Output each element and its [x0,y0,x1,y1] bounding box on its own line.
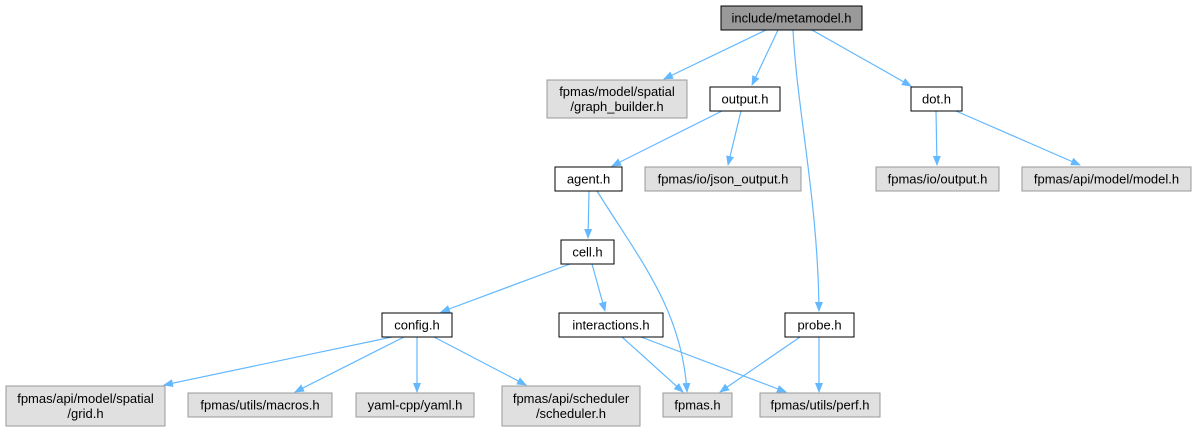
node-output[interactable]: output.h [709,86,781,112]
node-box [554,166,623,192]
node-box [501,385,641,427]
node-metamodel: include/metamodel.h [720,5,863,31]
node-api-model: fpmas/api/model/model.h [1021,166,1192,192]
node-box [720,5,863,31]
node-label: config.h [394,318,440,333]
node-dot[interactable]: dot.h [910,86,963,112]
node-box [1021,166,1192,192]
node-label: output.h [722,92,769,107]
edge-interactions-to-perf [640,336,787,393]
node-label: fpmas/utils/perf.h [771,398,870,413]
edge-metamodel-to-output [751,29,779,86]
edge-interactions-to-fpmas [621,336,684,393]
node-box [644,166,802,192]
node-scheduler: fpmas/api/scheduler/scheduler.h [501,385,641,427]
node-label: include/metamodel.h [732,11,852,26]
node-box [784,312,855,338]
node-perf: fpmas/utils/perf.h [759,392,881,418]
node-probe[interactable]: probe.h [784,312,855,338]
edge-config-to-scheduler [433,336,527,386]
node-label: cell.h [572,245,602,260]
node-box [709,86,781,112]
edge-metamodel-to-graph_builder [663,29,767,80]
node-interactions[interactable]: interactions.h [558,312,664,338]
node-label: fpmas.h [674,398,720,413]
node-label: fpmas/api/model/model.h [1034,172,1179,187]
node-agent[interactable]: agent.h [554,166,623,192]
node-macros: fpmas/utils/macros.h [187,392,333,418]
node-label: /scheduler.h [536,406,606,421]
node-box [560,239,615,265]
edge-agent-to-cell [584,190,593,239]
node-config[interactable]: config.h [381,312,453,338]
node-box [546,79,688,119]
edge-agent-to-fpmas [596,190,691,393]
node-label: interactions.h [572,318,649,333]
node-box [910,86,963,112]
node-json-output: fpmas/io/json_output.h [644,166,802,192]
node-label: fpmas/io/json_output.h [658,172,789,187]
node-label: dot.h [922,92,951,107]
dependency-edges [163,29,1081,393]
node-label: fpmas/utils/macros.h [200,398,319,413]
file-nodes: include/metamodel.h fpmas/model/spatial/g… [5,5,1192,427]
node-box [662,392,733,418]
node-cell[interactable]: cell.h [560,239,615,265]
node-label: probe.h [797,318,841,333]
node-box [5,385,166,427]
edge-probe-to-fpmas [719,336,801,393]
edge-dot-to-api_model [955,110,1081,166]
node-label: fpmas/api/model/spatial [17,391,154,406]
node-box [558,312,664,338]
edge-config-to-grid [163,336,393,388]
node-box [381,312,453,338]
node-label: /graph_builder.h [570,99,663,114]
node-yaml: yaml-cpp/yaml.h [355,392,475,418]
node-label: fpmas/api/scheduler [513,391,630,406]
edge-metamodel-to-probe [792,29,823,312]
node-box [355,392,475,418]
node-label: fpmas/model/spatial [559,84,675,99]
edge-output-to-json_output [726,110,742,166]
node-fpmas: fpmas.h [662,392,733,418]
edge-output-to-agent [611,110,723,167]
node-label: fpmas/io/output.h [888,172,988,187]
edge-metamodel-to-dot [811,29,912,87]
node-box [187,392,333,418]
edge-cell-to-config [440,263,571,313]
node-grid: fpmas/api/model/spatial/grid.h [5,385,166,427]
node-label: yaml-cpp/yaml.h [368,398,463,413]
edge-dot-to-io_output [932,110,941,166]
node-label: /grid.h [67,406,103,421]
edge-cell-to-interactions [591,263,607,312]
node-box [875,166,1000,192]
edge-config-to-macros [294,336,405,393]
node-box [759,392,881,418]
node-label: agent.h [567,172,610,187]
node-graph-builder: fpmas/model/spatial/graph_builder.h [546,79,688,119]
node-io-output: fpmas/io/output.h [875,166,1000,192]
